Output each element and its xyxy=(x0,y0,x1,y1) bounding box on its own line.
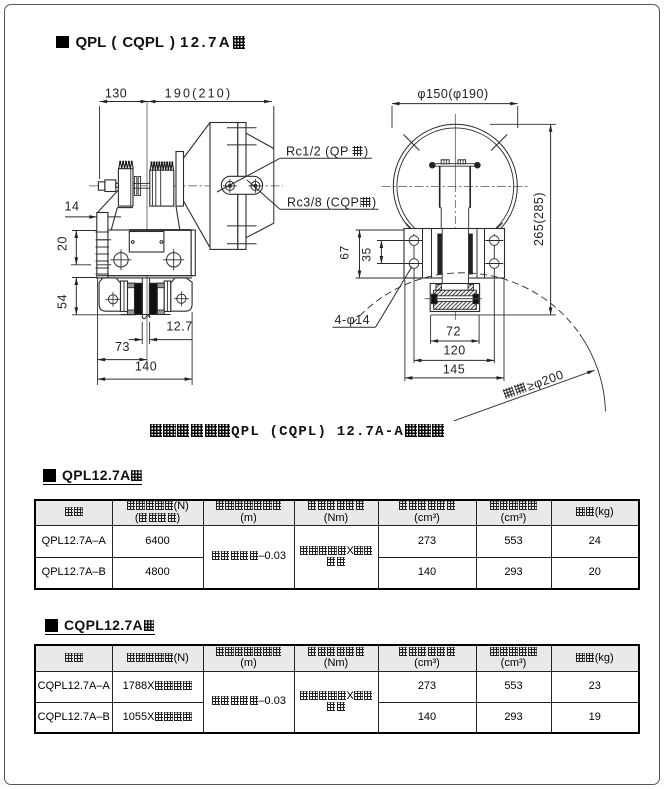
svg-text:67: 67 xyxy=(338,245,352,259)
svg-text:120: 120 xyxy=(443,344,465,358)
svg-text:72: 72 xyxy=(446,325,461,339)
svg-text:73: 73 xyxy=(115,340,130,354)
svg-text:4-φ14: 4-φ14 xyxy=(335,313,371,327)
svg-text:): ) xyxy=(372,196,377,210)
svg-text:φ150(φ190): φ150(φ190) xyxy=(417,87,488,101)
svg-text:190(210): 190(210) xyxy=(165,87,233,101)
svg-text:Rc3/8 (CQP: Rc3/8 (CQP xyxy=(287,196,359,210)
svg-text:130: 130 xyxy=(105,87,127,101)
svg-text:14: 14 xyxy=(65,200,80,214)
svg-text:145: 145 xyxy=(443,363,465,377)
svg-text:Rc1/2 (QP: Rc1/2 (QP xyxy=(286,145,349,159)
svg-text:140: 140 xyxy=(135,360,157,374)
svg-text:≥φ200: ≥φ200 xyxy=(525,368,566,394)
svg-text:265(285): 265(285) xyxy=(532,192,546,246)
svg-text:20: 20 xyxy=(56,236,70,251)
svg-text:54: 54 xyxy=(56,294,70,309)
svg-text:12.7: 12.7 xyxy=(166,320,192,334)
svg-text:): ) xyxy=(364,145,369,159)
svg-text:35: 35 xyxy=(360,247,374,261)
